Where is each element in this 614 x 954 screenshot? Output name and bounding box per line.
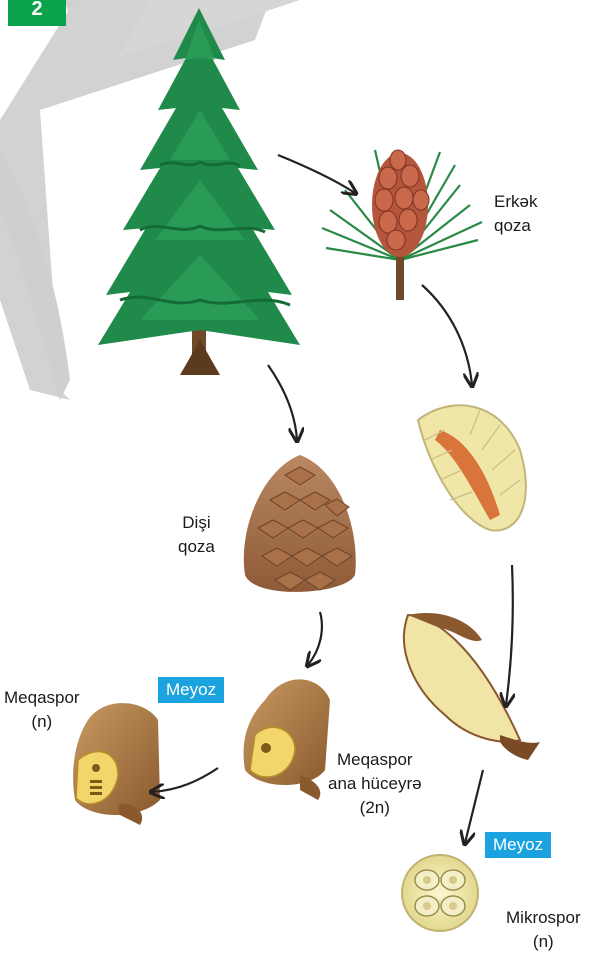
microspore-label: Mikrospor (n) (506, 906, 581, 954)
arrow-mother-cell-to-megaspore (152, 768, 218, 792)
female-cone-illustration (244, 455, 356, 592)
meiosis-badge-left: Meyoz (158, 677, 224, 703)
ovule-megaspore-illustration (73, 703, 160, 825)
megaspore-mother-cell-label: Meqaspor ana hüceyrə (2n) (328, 748, 422, 820)
microspore-tetrad-illustration (402, 855, 478, 931)
figure-number-badge: 2 (8, 0, 66, 26)
arrow-section-to-pollen-sac (506, 565, 513, 705)
arrow-tree-to-female-cone (268, 365, 297, 440)
megaspore-label: Meqaspor (n) (4, 686, 80, 734)
male-cone-illustration (322, 150, 482, 300)
meiosis-badge-right: Meyoz (485, 832, 551, 858)
male-cone-label: Erkək qoza (494, 190, 537, 238)
arrow-female-cone-to-ovule (308, 612, 322, 665)
arrow-pollen-sac-to-microspore (465, 770, 483, 843)
microsporangium-section-illustration (418, 405, 526, 530)
female-cone-label: Dişi qoza (178, 511, 215, 559)
arrow-male-cone-to-section (422, 285, 472, 385)
pollen-sac-illustration (404, 613, 540, 760)
arrow-tree-to-male-cone (278, 155, 355, 193)
ovule-mother-cell-illustration (244, 679, 330, 800)
